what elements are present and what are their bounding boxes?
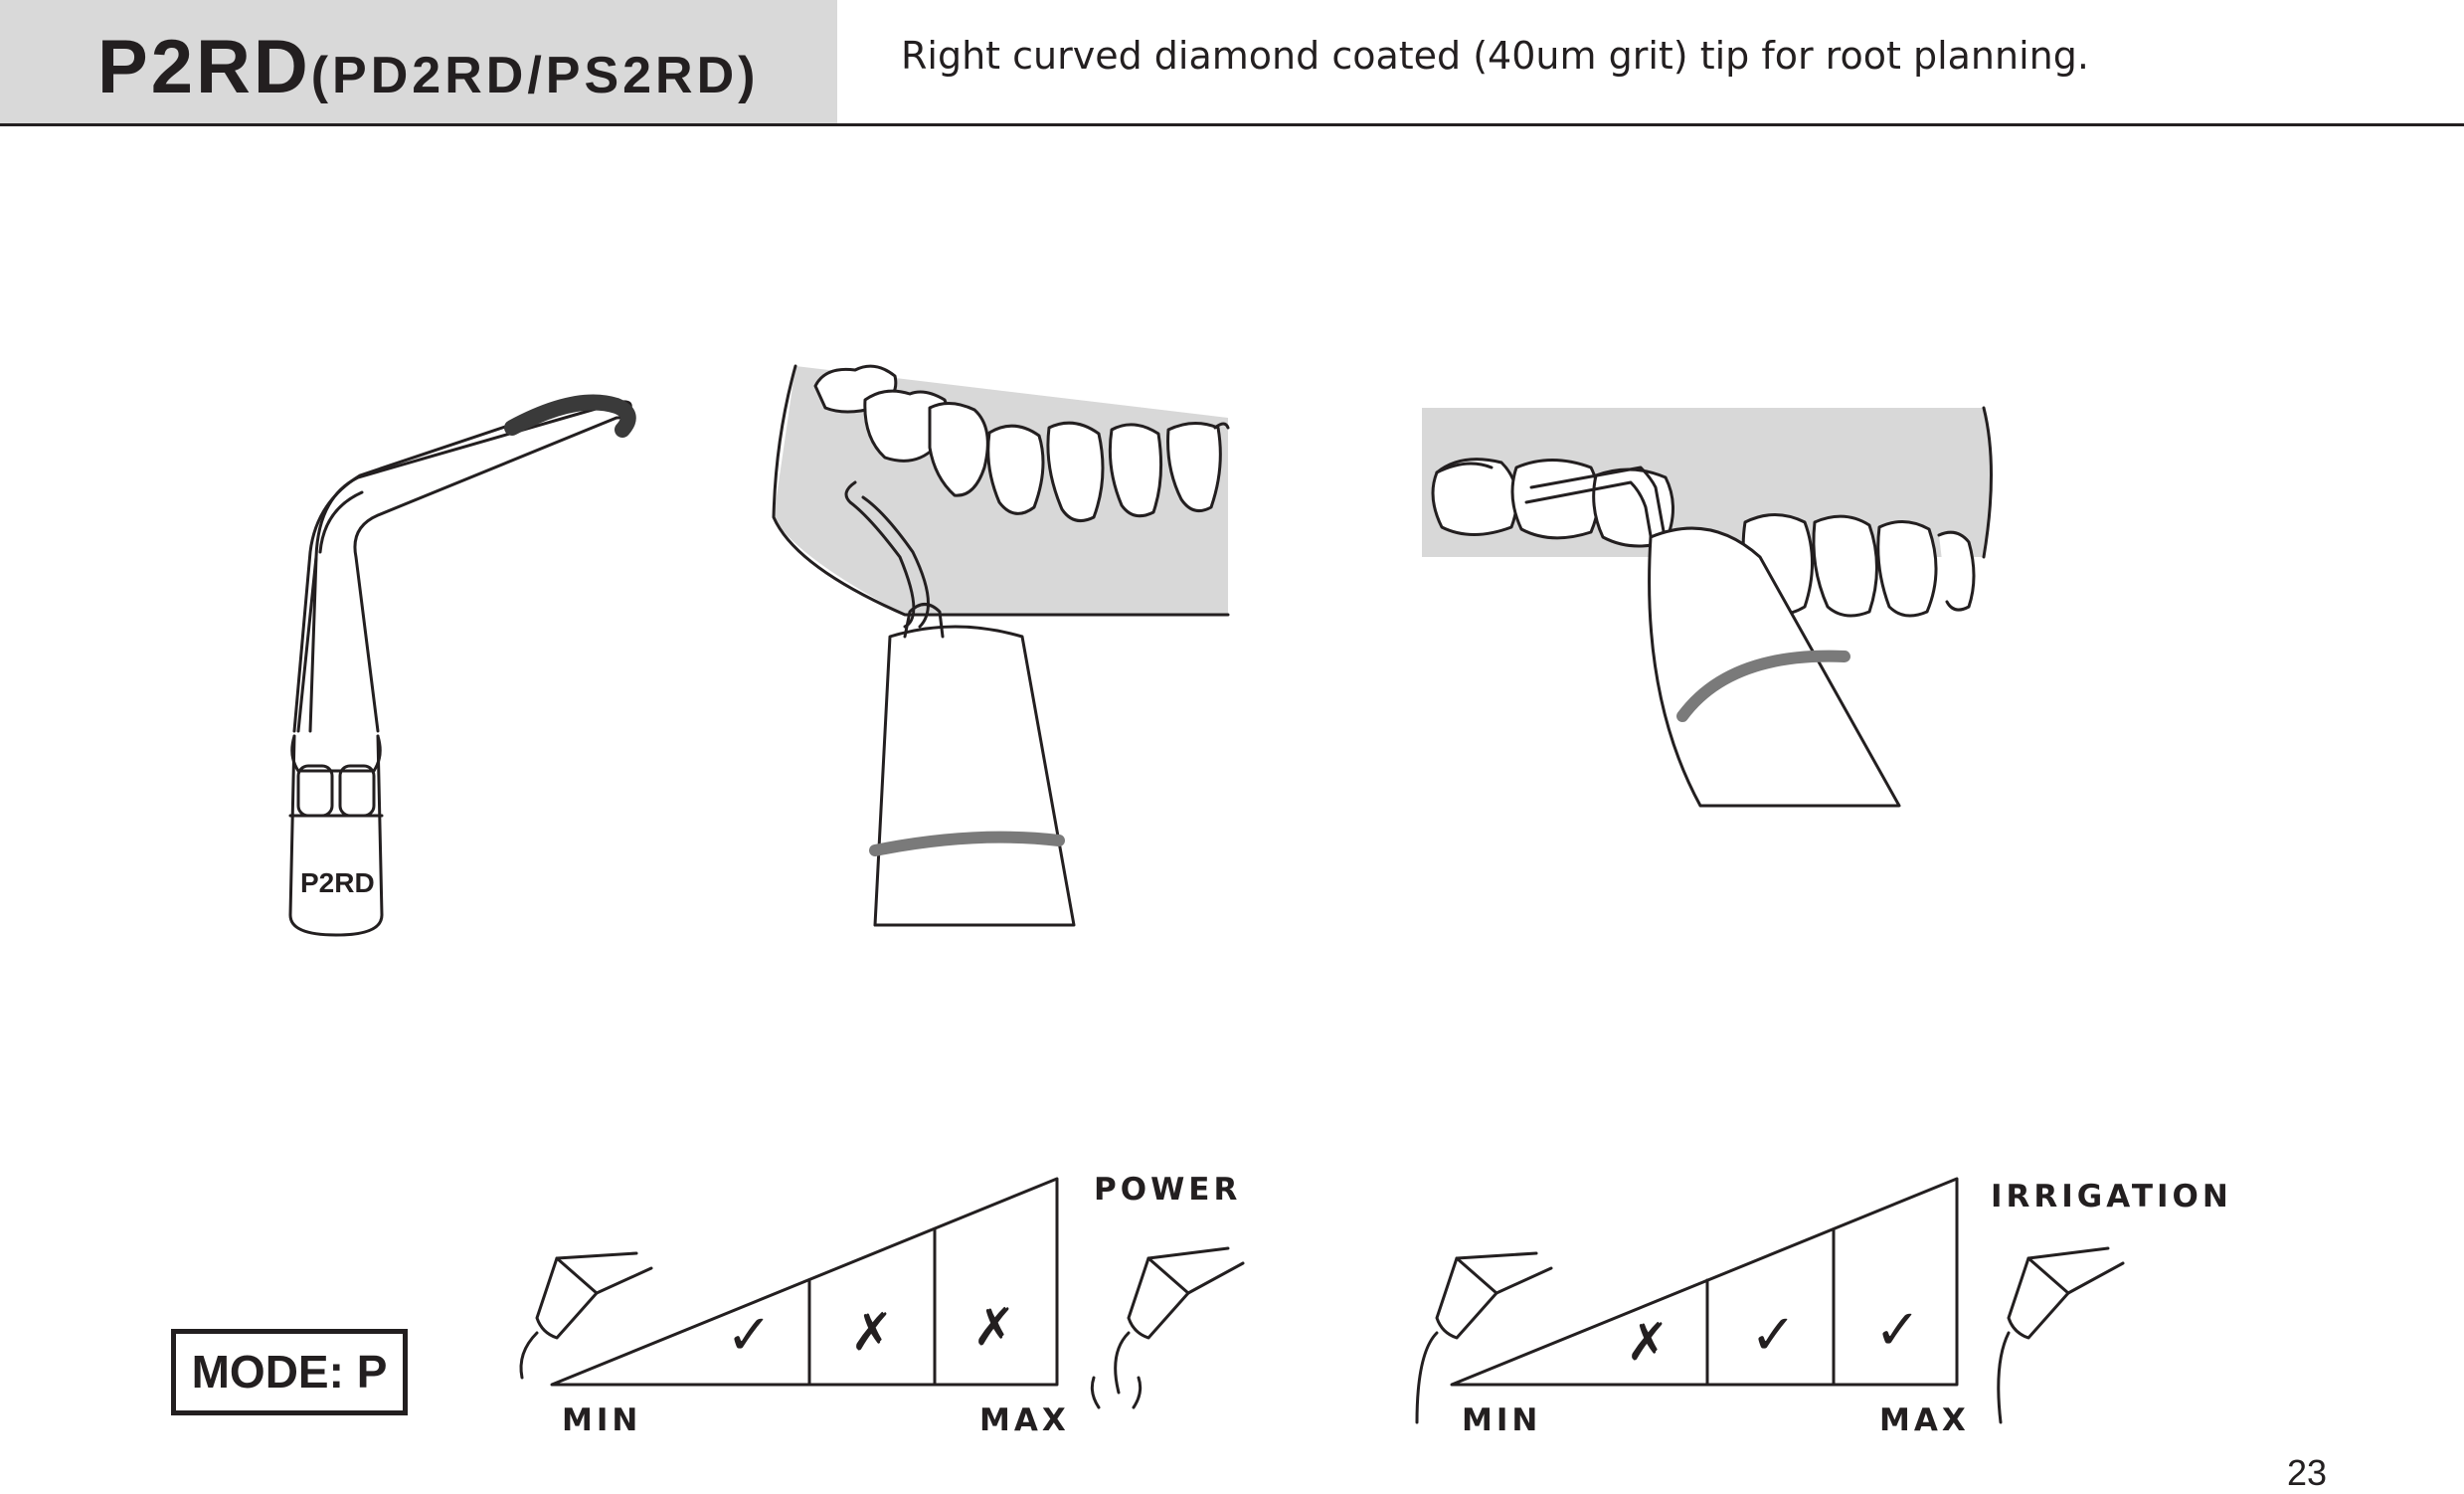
model-name: P2RD (97, 25, 311, 109)
scaler-tip-illustration (288, 394, 636, 937)
power-scale (519, 1177, 1245, 1409)
model-variants: (PD2RD/PS2RD) (310, 47, 760, 104)
irrigation-max-label: MAX (1879, 1402, 1970, 1438)
irrigation-min-label: MIN (1462, 1402, 1542, 1438)
power-cell-3-cross: ✗ (972, 1298, 1016, 1358)
header-title-box (0, 0, 837, 123)
tip-description: Right curved diamond coated (40um grit) … (901, 34, 2089, 78)
irrigation-scale-title: IRRIGATION (1991, 1179, 2232, 1214)
page-number: 23 (2287, 1452, 2328, 1493)
header-rule (0, 123, 2464, 126)
irrigation-cell-1-cross: ✗ (1626, 1313, 1670, 1373)
page-title: P2RD(PD2RD/PS2RD) (97, 18, 759, 117)
power-max-label: MAX (979, 1402, 1070, 1438)
power-cell-2-cross: ✗ (850, 1303, 894, 1363)
irrigation-scale (1415, 1177, 2125, 1424)
mouth-illustration-2 (1422, 406, 1993, 808)
irrigation-cell-3-check: ✓ (1874, 1298, 1921, 1363)
power-scale-title: POWER (1094, 1172, 1242, 1208)
irrigation-cell-2-check: ✓ (1750, 1303, 1797, 1368)
mouth-illustration-1 (772, 364, 1230, 927)
mode-badge: MODE: P (171, 1329, 408, 1415)
power-cell-1-check: ✓ (726, 1303, 773, 1368)
power-min-label: MIN (562, 1402, 642, 1438)
tip-engraving: P2RD (300, 867, 375, 898)
